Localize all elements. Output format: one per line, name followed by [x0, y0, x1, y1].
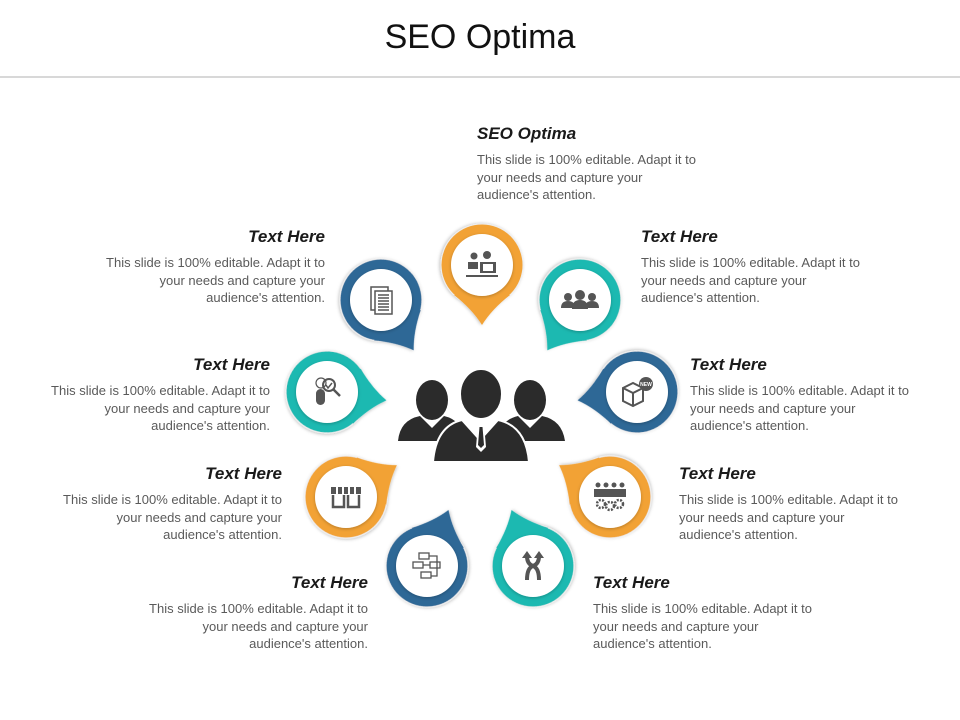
meeting-icon [466, 251, 498, 277]
storefront-icon [331, 487, 361, 509]
block-body: This slide is 100% editable. Adapt it to… [641, 255, 860, 305]
block-body: This slide is 100% editable. Adapt it to… [63, 492, 282, 542]
block-heading: Text Here [291, 573, 368, 592]
pin-storefront [304, 455, 397, 539]
text-block-top-right: Text Here This slide is 100% editable. A… [641, 227, 866, 307]
text-block-left: Text Here This slide is 100% editable. A… [45, 355, 270, 435]
pin-meeting [440, 223, 524, 325]
search-check-icon [315, 377, 341, 405]
block-heading: Text Here [690, 355, 767, 374]
business-team-icon [398, 368, 565, 463]
block-heading: SEO Optima [477, 124, 577, 143]
people-gears-icon [594, 482, 626, 512]
text-block-bottom-right: Text Here This slide is 100% editable. A… [593, 573, 818, 653]
block-body: This slide is 100% editable. Adapt it to… [149, 601, 368, 651]
svg-text:NEW: NEW [640, 382, 652, 388]
pin-network [385, 509, 469, 608]
block-heading: Text Here [679, 464, 756, 483]
pin-merge-arrows [491, 509, 575, 608]
pin-inner-circle [296, 361, 358, 423]
pin-documents [339, 258, 423, 351]
pin-team [538, 258, 622, 351]
pin-new-product-box: NEW [577, 350, 679, 434]
text-block-mid-right: Text Here This slide is 100% editable. A… [679, 464, 904, 544]
block-body: This slide is 100% editable. Adapt it to… [477, 152, 696, 202]
text-block-top-left: Text Here This slide is 100% editable. A… [100, 227, 325, 307]
new-product-box-icon: NEW [622, 377, 653, 408]
pin-people-gears [559, 455, 652, 539]
text-block-right: Text Here This slide is 100% editable. A… [690, 355, 915, 435]
block-body: This slide is 100% editable. Adapt it to… [106, 255, 325, 305]
team-icon [561, 290, 599, 309]
documents-icon [370, 286, 393, 315]
text-block-mid-left: Text Here This slide is 100% editable. A… [57, 464, 282, 544]
block-body: This slide is 100% editable. Adapt it to… [593, 601, 812, 651]
block-body: This slide is 100% editable. Adapt it to… [690, 383, 909, 433]
pin-search-check [285, 350, 387, 434]
block-heading: Text Here [205, 464, 282, 483]
pin-inner-circle [315, 466, 377, 528]
block-heading: Text Here [248, 227, 325, 246]
network-icon [412, 552, 441, 579]
block-body: This slide is 100% editable. Adapt it to… [679, 492, 898, 542]
pin-inner-circle [396, 535, 458, 597]
merge-arrows-icon [522, 551, 544, 581]
block-heading: Text Here [641, 227, 718, 246]
block-body: This slide is 100% editable. Adapt it to… [51, 383, 270, 433]
block-heading: Text Here [593, 573, 670, 592]
block-heading: Text Here [193, 355, 270, 374]
slide-title: SEO Optima [384, 18, 576, 56]
text-block-bottom-left: Text Here This slide is 100% editable. A… [143, 573, 368, 653]
text-block-top: SEO Optima This slide is 100% editable. … [477, 124, 702, 204]
title-divider [0, 76, 960, 78]
